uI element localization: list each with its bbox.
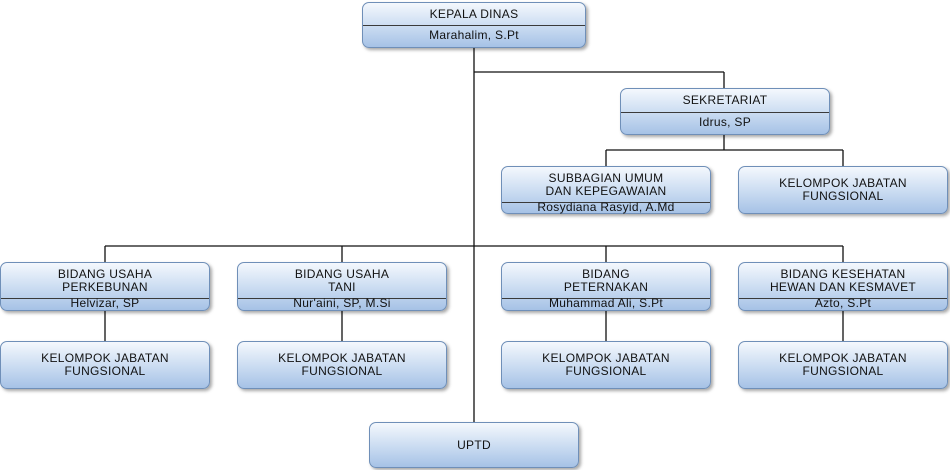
head-box: KEPALA DINAS Marahalim, S.Pt bbox=[362, 2, 586, 48]
subsection-divider bbox=[502, 202, 710, 203]
secretariat-name: Idrus, SP bbox=[698, 115, 752, 129]
division-box: BIDANG USAHA PERKEBUNAN Helvizar, SP bbox=[0, 262, 210, 311]
division-functional-group-title: KELOMPOK JABATAN FUNGSIONAL bbox=[779, 351, 907, 378]
uptd-box: UPTD bbox=[369, 422, 579, 468]
division-divider bbox=[238, 298, 446, 299]
division-title: BIDANG USAHA TANI bbox=[294, 266, 390, 294]
division-functional-group-title: KELOMPOK JABATAN FUNGSIONAL bbox=[542, 351, 670, 378]
head-name: Marahalim, S.Pt bbox=[429, 28, 519, 42]
division-title: BIDANG USAHA PERKEBUNAN bbox=[57, 266, 153, 294]
division-functional-group-title: KELOMPOK JABATAN FUNGSIONAL bbox=[278, 351, 406, 378]
division-head-name: Azto, S.Pt bbox=[814, 296, 872, 310]
division-box: BIDANG USAHA TANI Nur'aini, SP, M.Si bbox=[237, 262, 447, 311]
secretariat-functional-group-title: KELOMPOK JABATAN FUNGSIONAL bbox=[779, 176, 907, 203]
division-head-name: Helvizar, SP bbox=[70, 296, 140, 310]
division-functional-group-box: KELOMPOK JABATAN FUNGSIONAL bbox=[738, 341, 948, 389]
division-divider bbox=[739, 298, 947, 299]
division-divider bbox=[502, 298, 710, 299]
division-functional-group-box: KELOMPOK JABATAN FUNGSIONAL bbox=[237, 341, 447, 389]
division-head-name: Muhammad Ali, S.Pt bbox=[548, 296, 664, 310]
division-title: BIDANG PETERNAKAN bbox=[563, 266, 649, 294]
division-title: BIDANG KESEHATAN HEWAN DAN KESMAVET bbox=[769, 266, 917, 294]
division-functional-group-box: KELOMPOK JABATAN FUNGSIONAL bbox=[0, 341, 210, 389]
subsection-box: SUBBAGIAN UMUM DAN KEPEGAWAIAN Rosydiana… bbox=[501, 166, 711, 214]
secretariat-box: SEKRETARIAT Idrus, SP bbox=[620, 88, 830, 135]
secretariat-functional-group-box: KELOMPOK JABATAN FUNGSIONAL bbox=[738, 166, 948, 214]
division-box: BIDANG KESEHATAN HEWAN DAN KESMAVET Azto… bbox=[738, 262, 948, 311]
division-functional-group-box: KELOMPOK JABATAN FUNGSIONAL bbox=[501, 341, 711, 389]
division-head-name: Nur'aini, SP, M.Si bbox=[293, 296, 391, 310]
division-functional-group-title: KELOMPOK JABATAN FUNGSIONAL bbox=[41, 351, 169, 378]
secretariat-title: SEKRETARIAT bbox=[682, 93, 768, 107]
uptd-title: UPTD bbox=[457, 437, 491, 452]
subsection-name: Rosydiana Rasyid, A.Md bbox=[537, 199, 675, 214]
head-divider bbox=[363, 25, 585, 26]
division-box: BIDANG PETERNAKAN Muhammad Ali, S.Pt bbox=[501, 262, 711, 311]
secretariat-divider bbox=[621, 112, 829, 113]
division-divider bbox=[1, 298, 209, 299]
head-title: KEPALA DINAS bbox=[429, 6, 519, 21]
subsection-title: SUBBAGIAN UMUM DAN KEPEGAWAIAN bbox=[545, 170, 667, 198]
